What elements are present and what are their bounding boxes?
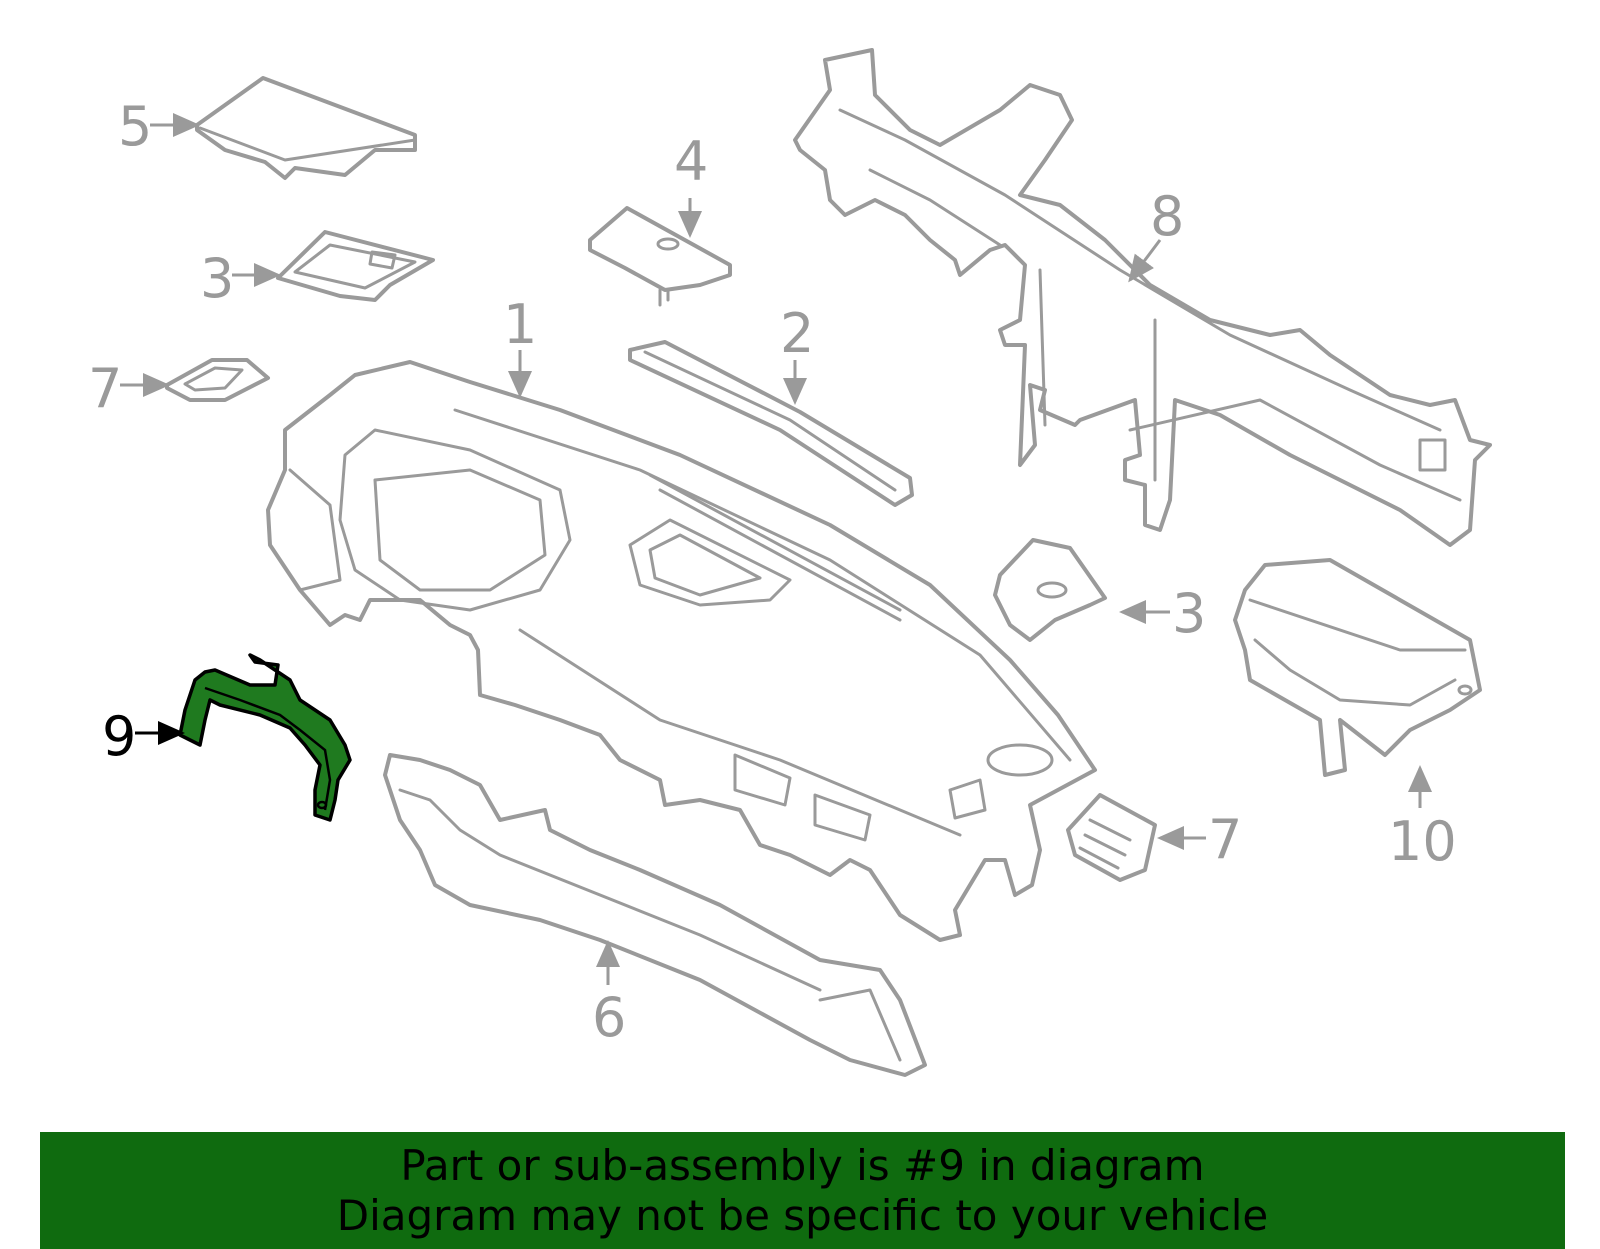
callout-7-right: 7 (1208, 808, 1242, 871)
banner-line-part: Part or sub-assembly is #9 in diagram (400, 1140, 1205, 1190)
part-3-bezel-upper[interactable] (276, 230, 435, 302)
part-4-cover[interactable] (588, 206, 732, 307)
callout-3-right: 3 (1172, 582, 1206, 645)
part-5-cover[interactable] (195, 76, 417, 180)
callout-2: 2 (780, 302, 814, 365)
callout-6: 6 (592, 986, 626, 1049)
part-3-bezel-right[interactable] (993, 538, 1107, 642)
part-1-instrument-panel[interactable] (266, 360, 1097, 942)
callout-9-highlighted: 9 (102, 705, 136, 768)
callout-4: 4 (674, 130, 708, 193)
part-9-bracket-highlighted[interactable] (178, 653, 352, 822)
callout-10: 10 (1388, 810, 1457, 873)
info-banner: Part or sub-assembly is #9 in diagram Di… (40, 1132, 1565, 1249)
part-10-airbag[interactable] (1233, 558, 1482, 777)
callout-3-upper: 3 (200, 247, 234, 310)
part-8-cross-member[interactable] (793, 48, 1492, 547)
part-7-vent-left[interactable] (165, 358, 270, 402)
leader-8 (1128, 239, 1162, 283)
banner-line-disclaimer: Diagram may not be specific to your vehi… (336, 1190, 1269, 1240)
callout-7-left: 7 (88, 357, 122, 420)
part-7-vent-right[interactable] (1066, 793, 1157, 882)
callout-1: 1 (503, 293, 537, 356)
part-6-lower-reinforcement[interactable] (383, 753, 927, 1077)
callout-5: 5 (118, 95, 152, 158)
callout-8: 8 (1150, 185, 1184, 248)
part-2-defroster-grille[interactable] (628, 340, 914, 507)
